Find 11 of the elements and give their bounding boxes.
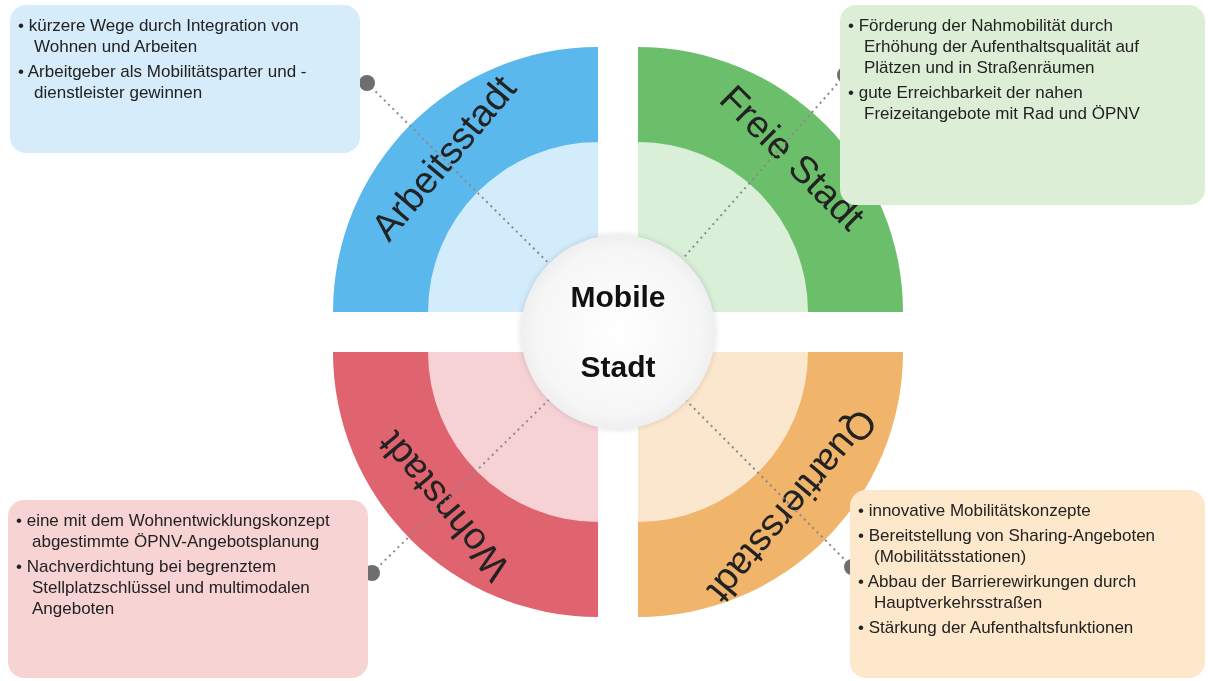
- callout-box: [8, 500, 368, 678]
- callout-box: [10, 5, 360, 153]
- bullet-point-text: • gute Erreichbarkeit der nahen Freizeitangebote mit Rad und ÖPNV: [848, 82, 1141, 124]
- bullet-point-text: • Förderung der Nahmobilität durch Erhöhung der Aufenthaltsqualität auf Plätzen und in Straßenräumen: [848, 15, 1141, 78]
- bullet-point-text: • kürzere Wege durch Integration von Wohnen und Arbeiten: [18, 15, 300, 57]
- bullet-point-text: • eine mit dem Wohnentwicklungskonzept abgestimmte ÖPNV-Angebotsplanung: [16, 510, 331, 552]
- leader-line: [359, 75, 551, 265]
- bullet-point-text: • Stärkung der Aufenthaltsfunktionen: [858, 617, 1135, 638]
- bullet-point-text: • Arbeitgeber als Mobilitätsparter und -dienstleister gewinnen: [18, 61, 308, 103]
- bullet-point-text: • Nachverdichtung bei begrenztem Stellplatzschlüssel und multimodalen Angeboten: [16, 556, 311, 619]
- center-title: Mobile Stadt: [569, 279, 667, 385]
